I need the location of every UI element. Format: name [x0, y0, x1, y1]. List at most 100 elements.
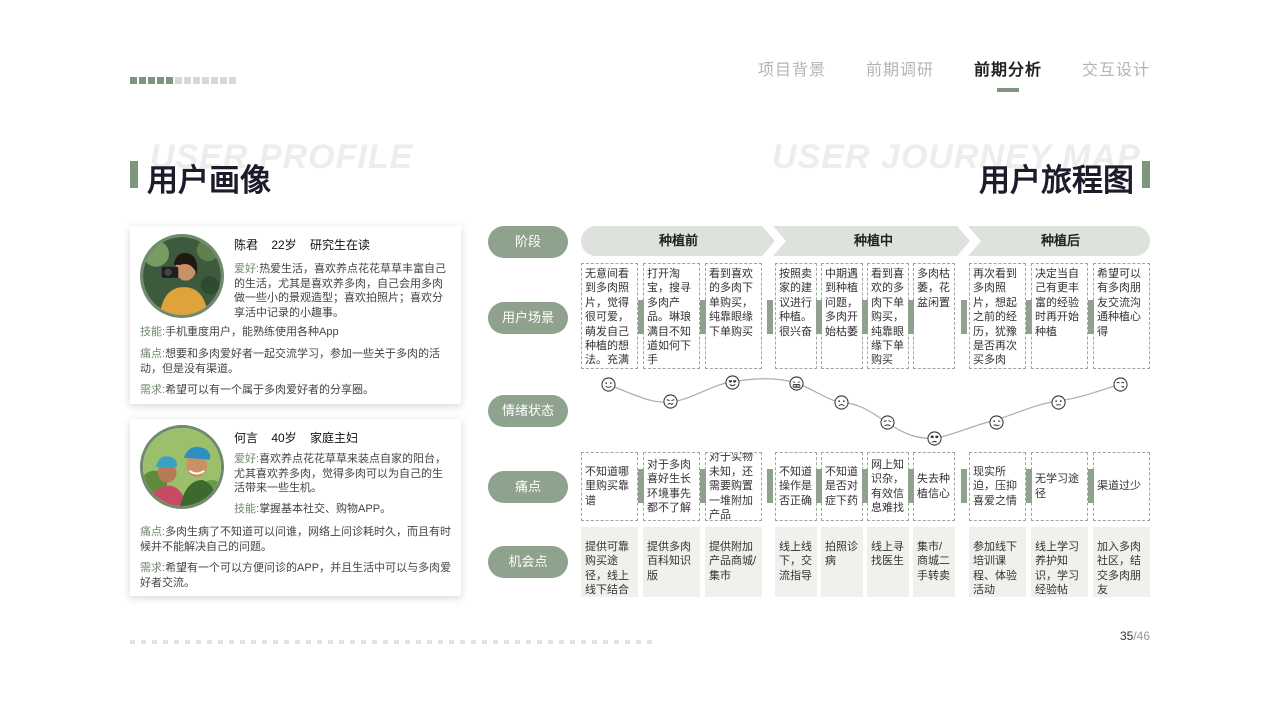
scene-connector	[1026, 300, 1032, 334]
page-current: 35	[1119, 629, 1134, 643]
scene-cell: 按照卖家的建议进行种植。很兴奋	[775, 263, 817, 369]
opportunity-cell: 提供附加产品商城/集市	[705, 527, 762, 597]
pain-cell: 网上知识杂，有效信息难找	[867, 452, 909, 521]
pain-cell: 渠道过少	[1093, 452, 1150, 521]
pain-label: 痛点:	[140, 348, 166, 360]
pain-cell: 不知道哪里购买靠谱	[581, 452, 638, 521]
pain-connector	[767, 469, 773, 503]
persona-card: 陈君 22岁 研究生在读 爱好:热爱生活，喜欢养点花花草草丰富自己的生活，尤其是…	[130, 226, 461, 404]
scene-connector	[767, 300, 773, 334]
row-label-stage: 阶段	[488, 226, 568, 258]
pain-cell: 对于实物未知，还需要购置一堆附加产品	[705, 452, 762, 521]
persona-pain: 痛点:想要和多肉爱好者一起交流学习，参加一些关于多肉的活动，但是没有渠道。	[140, 347, 452, 376]
scene-cell: 希望可以有多肉朋友交流沟通种植心得	[1093, 263, 1150, 369]
hobby-text: 喜欢养点花花草草来装点自家的阳台，尤其喜欢养多肉，觉得多肉可以为自己的生活带来一…	[234, 453, 447, 494]
opportunity-cell: 线上寻找医生	[867, 527, 909, 597]
page-number: 35/46	[1120, 629, 1150, 643]
persona-hobby: 爱好:热爱生活，喜欢养点花花草草丰富自己的生活，尤其是喜欢养多肉，自己会用多肉做…	[234, 262, 452, 320]
row-label-opportunity: 机会点	[488, 546, 568, 578]
persona-name-line: 陈君 22岁 研究生在读	[234, 238, 371, 252]
grin-icon	[789, 376, 804, 391]
journey-bg-title: USER JOURNEY MAP	[772, 138, 1141, 176]
scene-connector	[700, 300, 706, 334]
confused-icon	[663, 394, 678, 409]
pain-connector	[816, 469, 822, 503]
persona-pain: 痛点:多肉生病了不知道可以问谁，网络上问诊耗时久，而且有时候并不能解决自己的问题…	[140, 525, 452, 554]
page-total: /46	[1133, 629, 1150, 643]
need-text: 希望可以有一个属于多肉爱好者的分享圈。	[165, 384, 375, 396]
journey-title: 用户旅程图	[979, 163, 1134, 198]
pain-text: 多肉生病了不知道可以问谁，网络上问诊耗时久，而且有时候并不能解决自己的问题。	[140, 526, 452, 553]
scene-cell: 看到喜欢的多肉下单购买，纯靠眼缘下单购买	[867, 263, 909, 369]
phase-after: 种植后	[1040, 233, 1080, 248]
pain-cell: 对于多肉喜好生长环境事先都不了解	[643, 452, 700, 521]
scene-cell: 看到喜欢的多肉下单购买，纯靠眼缘下单购买	[705, 263, 762, 369]
scene-connector	[961, 300, 967, 334]
thinking-icon	[1051, 395, 1066, 410]
scene-connector	[1088, 300, 1094, 334]
persona-card: 何言 40岁 家庭主妇 爱好:喜欢养点花花草草来装点自家的阳台，尤其喜欢养多肉，…	[130, 419, 461, 596]
skill-text: 掌握基本社交、购物APP。	[259, 503, 392, 515]
top-navigation: 项目背景 前期调研 前期分析 交互设计	[758, 56, 1150, 80]
profile-title-bar	[130, 161, 138, 188]
pain-cell: 失去种植信心	[913, 452, 955, 521]
sad-icon	[880, 415, 895, 430]
pain-connector	[1026, 469, 1032, 503]
worried-icon	[834, 395, 849, 410]
pain-text: 想要和多肉爱好者一起交流学习，参加一些关于多肉的活动，但是没有渠道。	[140, 348, 441, 375]
pain-connector	[908, 469, 914, 503]
pain-cell: 不知道操作是否正确	[775, 452, 817, 521]
opportunity-cell: 拍照诊病	[821, 527, 863, 597]
opportunity-cell: 集市/商城二手转卖	[913, 527, 955, 597]
scene-cell: 打开淘宝，搜寻多肉产品。琳琅满目不知道如何下手	[643, 263, 700, 369]
row-label-pain: 痛点	[488, 471, 568, 503]
crying-icon	[927, 431, 942, 446]
love-eyes-icon	[725, 375, 740, 390]
pain-cell: 现实所迫，压抑喜爱之情	[969, 452, 1026, 521]
nav-item-research[interactable]: 前期调研	[865, 62, 934, 79]
opportunity-cell: 线上学习养护知识，学习经验帖	[1031, 527, 1088, 597]
hobby-label: 爱好:	[234, 263, 260, 275]
pain-cell: 不知道是否对症下药	[821, 452, 863, 521]
opportunity-cell: 线上线下，交流指导	[775, 527, 817, 597]
hopeful-icon	[1113, 377, 1128, 392]
persona-hobby: 爱好:喜欢养点花花草草来装点自家的阳台，尤其喜欢养多肉，觉得多肉可以为自己的生活…	[234, 452, 452, 496]
journey-title-bar	[1142, 161, 1150, 188]
persona-name-line: 何言 40岁 家庭主妇	[234, 431, 359, 445]
skill-label: 技能:	[140, 326, 166, 338]
row-label-emotion: 情绪状态	[488, 395, 568, 427]
emotion-curve	[608, 378, 1122, 439]
scene-cell: 再次看到多肉照片，想起之前的经历，犹豫是否再次买多肉	[969, 263, 1026, 369]
nav-item-analysis[interactable]: 前期分析	[974, 56, 1042, 80]
scene-cell: 无意间看到多肉照片，觉得很可爱，萌发自己种植的想法。充满新奇感	[581, 263, 638, 369]
need-label: 需求:	[140, 384, 166, 396]
phase-during: 种植中	[853, 233, 893, 248]
scene-connector	[816, 300, 822, 334]
scene-cell: 多肉枯萎，花盆闲置	[913, 263, 955, 369]
profile-bg-title: USER PROFILE	[150, 138, 414, 176]
skill-label: 技能:	[234, 503, 260, 515]
hobby-label: 爱好:	[234, 453, 260, 465]
scene-cell: 中期遇到种植问题，多肉开始枯萎	[821, 263, 863, 369]
persona-skill: 技能:手机重度用户，能熟练使用各种App	[140, 325, 452, 340]
persona-skill: 技能:掌握基本社交、购物APP。	[234, 502, 452, 517]
pain-label: 痛点:	[140, 526, 166, 538]
opportunity-cell: 提供可靠购买途径，线上线下结合	[581, 527, 638, 597]
persona-need: 需求:希望可以有一个属于多肉爱好者的分享圈。	[140, 383, 452, 398]
persona-need: 需求:希望有一个可以方便问诊的APP，并且生活中可以与多肉爱好者交流。	[140, 561, 452, 590]
nav-item-interaction-design[interactable]: 交互设计	[1081, 62, 1150, 79]
opportunity-cell: 参加线下培训课程、体验活动	[969, 527, 1026, 597]
skill-text: 手机重度用户，能熟练使用各种App	[165, 326, 339, 338]
opportunity-cell: 加入多肉社区，结交多肉朋友	[1093, 527, 1150, 597]
progress-dots	[130, 77, 236, 84]
scene-cell: 决定当自己有更丰富的经验时再开始种植	[1031, 263, 1088, 369]
persona-avatar-photo	[140, 425, 224, 509]
scene-connector	[638, 300, 644, 334]
hobby-text: 热爱生活，喜欢养点花花草草丰富自己的生活，尤其是喜欢养多肉，自己会用多肉做一些小…	[234, 263, 447, 319]
hesitant-icon	[989, 415, 1004, 430]
opportunity-cell: 提供多肉百科知识版	[643, 527, 700, 597]
pain-connector	[1088, 469, 1094, 503]
phase-arrow-bar	[581, 226, 1150, 256]
profile-title: 用户画像	[147, 163, 271, 198]
nav-item-project-background[interactable]: 项目背景	[757, 62, 826, 79]
